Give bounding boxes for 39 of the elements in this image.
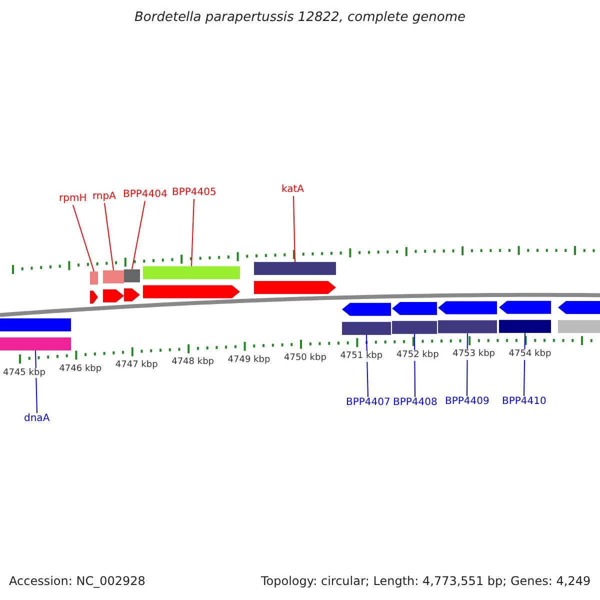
scale-label: 4747 kbp xyxy=(115,360,158,372)
scale-label: 4753 kbp xyxy=(452,349,495,360)
gene-label: rnpA xyxy=(92,191,116,203)
gene-feature xyxy=(438,301,497,334)
gene-label: BPP4410 xyxy=(502,396,546,408)
genome-summary: Topology: circular; Length: 4,773,551 bp; Genes: 4,249 xyxy=(261,574,591,588)
scale-label: 4745 kbp xyxy=(3,368,46,378)
scale-label: 4754 kbp xyxy=(508,348,552,360)
gene-feature xyxy=(342,302,391,335)
leader-line xyxy=(191,198,194,267)
scale-label: 4746 kbp xyxy=(59,364,102,374)
gene-label: BPP4409 xyxy=(445,396,490,408)
gene-label: BPP4405 xyxy=(172,187,216,199)
gene-label: BPP4404 xyxy=(123,189,168,201)
gene-label: BPP4408 xyxy=(393,397,438,409)
gene-feature xyxy=(0,318,71,350)
gene-label: rpmH xyxy=(59,193,87,205)
leader-line xyxy=(104,202,114,271)
leader-line xyxy=(72,204,94,272)
scale-label: 4748 kbp xyxy=(172,357,214,368)
leader-line xyxy=(132,200,146,270)
gene-feature xyxy=(499,300,551,333)
gene-feature xyxy=(254,262,336,294)
gene-feature xyxy=(90,272,98,304)
gene-feature xyxy=(143,266,240,298)
gene-feature xyxy=(558,301,600,334)
scale-label: 4751 kbp xyxy=(340,351,383,362)
gene-feature xyxy=(103,270,124,302)
leader-line xyxy=(293,196,296,262)
diagram-title: Bordetella parapertussis 12822, complete genome xyxy=(134,10,466,26)
accession-text: Accession: NC_002928 xyxy=(9,574,146,588)
gene-feature xyxy=(124,269,140,302)
scale-label: 4749 kbp xyxy=(228,354,270,366)
gene-feature xyxy=(392,302,437,334)
gene-label: katA xyxy=(282,184,304,196)
scale-label: 4750 kbp xyxy=(284,352,326,364)
gene-label: dnaA xyxy=(24,413,50,425)
gene-label: BPP4407 xyxy=(346,397,390,409)
scale-label: 4752 kbp xyxy=(396,350,439,361)
